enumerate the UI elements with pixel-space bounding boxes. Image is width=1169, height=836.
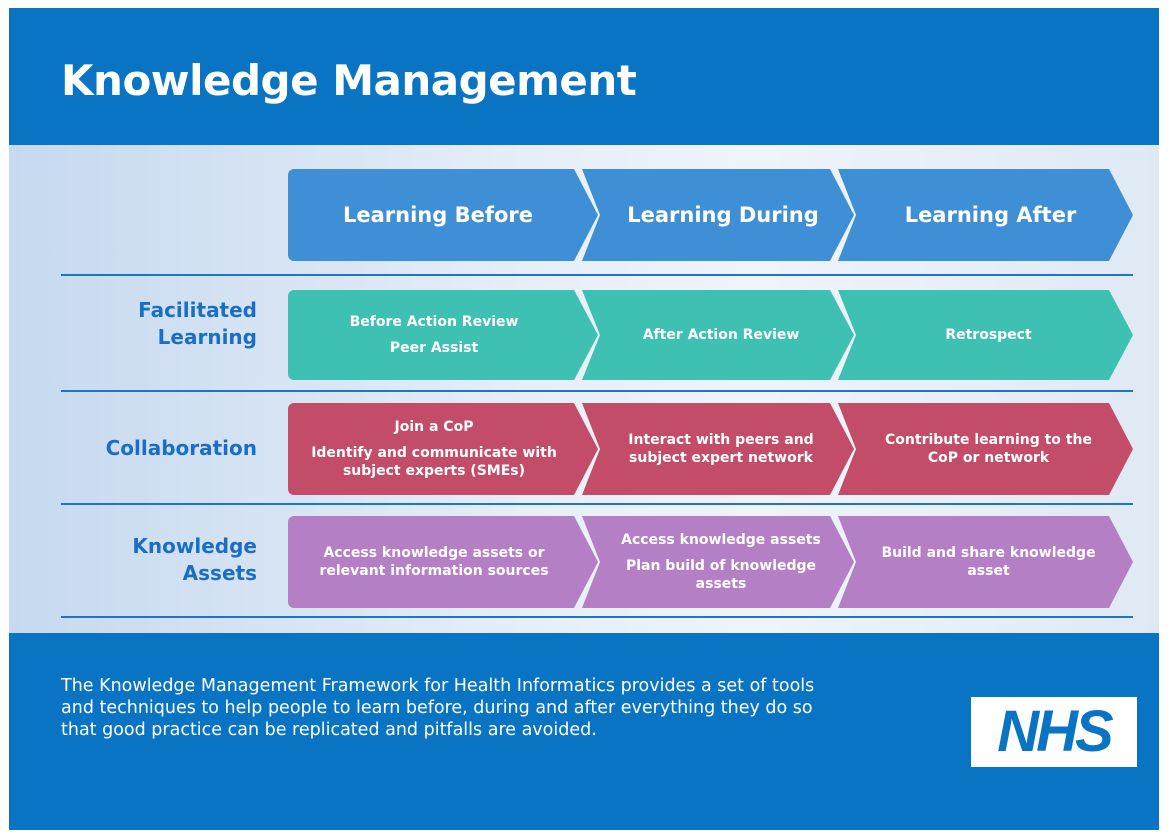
row-label-line: Collaboration [105,436,257,460]
row-label-line: Knowledge [132,534,257,558]
framework-description: The Knowledge Management Framework for H… [61,676,815,740]
row-divider [61,503,1133,505]
row-label-facilitated-learning: Facilitated Learning [61,297,257,351]
cell-text: Build and share knowledge asset [881,545,1096,579]
cell-text: Access knowledge assets or relevant info… [319,545,549,579]
column-header-learning-during: Learning During [582,169,854,261]
cell-text: Join a CoP [394,419,474,435]
row-label-line: Facilitated [138,298,257,322]
cell-knowledge-before: Access knowledge assets or relevant info… [288,516,598,608]
cell-text: Access knowledge assets [621,532,821,548]
column-header-label: Learning After [904,203,1077,227]
cell-collaboration-before: Join a CoP Identify and communicate with… [288,403,598,495]
row-divider [61,616,1133,618]
framework-panel: Learning Before Learning During Learning… [9,145,1159,633]
row-label-line: Assets [182,561,257,585]
page-title: Knowledge Management [61,56,637,105]
cell-collaboration-after: Contribute learning to the CoP or networ… [838,403,1133,495]
row-label-collaboration: Collaboration [61,435,257,462]
row-divider [61,274,1133,276]
cell-text: Peer Assist [389,340,479,356]
nhs-logo-text: NHS [997,699,1113,764]
cell-text: After Action Review [642,327,800,343]
cell-text: Interact with peers and subject expert n… [628,432,814,466]
cell-facilitated-during: After Action Review [582,290,854,380]
row-label-line: Learning [157,325,257,349]
nhs-logo: NHS [971,697,1137,767]
column-header-learning-after: Learning After [838,169,1133,261]
cell-collaboration-during: Interact with peers and subject expert n… [582,403,854,495]
cell-text: Identify and communicate with subject ex… [311,445,557,479]
cell-facilitated-before: Before Action Review Peer Assist [288,290,598,380]
cell-text: Before Action Review [349,314,519,330]
column-header-label: Learning Before [342,203,533,227]
row-divider [61,390,1133,392]
cell-text: Retrospect [945,327,1032,343]
row-label-knowledge-assets: Knowledge Assets [61,533,257,587]
cell-text: Plan build of knowledge assets [625,558,817,592]
cell-text: Contribute learning to the CoP or networ… [885,432,1092,466]
cell-facilitated-after: Retrospect [838,290,1133,380]
cell-knowledge-during: Access knowledge assets Plan build of kn… [582,516,854,608]
poster: Knowledge Management Learning Before Lea… [9,8,1159,830]
column-header-label: Learning During [627,203,819,227]
cell-knowledge-after: Build and share knowledge asset [838,516,1133,608]
column-header-learning-before: Learning Before [288,169,598,261]
